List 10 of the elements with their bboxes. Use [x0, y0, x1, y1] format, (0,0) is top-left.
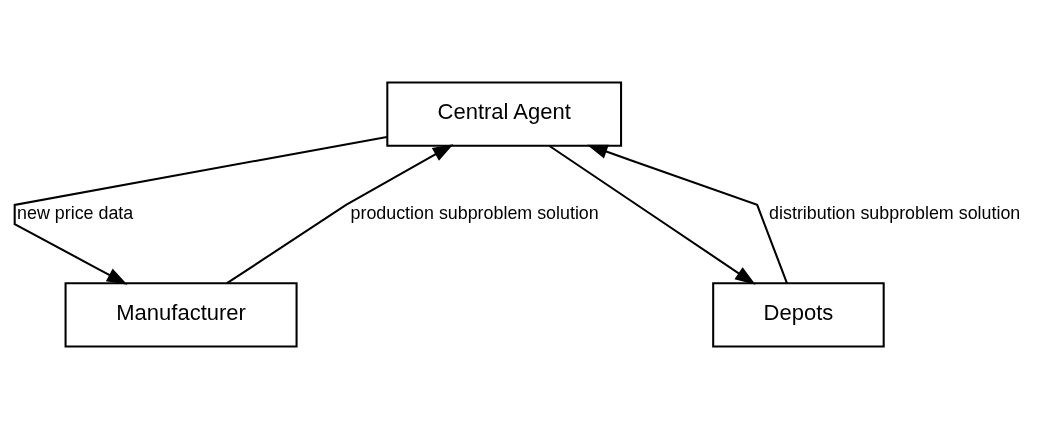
arrow — [548, 144, 756, 285]
node-box: Central Agent — [386, 80, 623, 147]
edge-label: distribution subproblem solution — [769, 202, 1021, 223]
edge-label: production subproblem solution — [350, 202, 599, 223]
arrow — [226, 143, 454, 284]
node-box: Depots — [712, 281, 885, 348]
arrow — [13, 135, 388, 285]
edge-label: new price data — [17, 202, 134, 223]
arrow — [586, 144, 788, 284]
node-box: Manufacturer — [64, 281, 298, 348]
